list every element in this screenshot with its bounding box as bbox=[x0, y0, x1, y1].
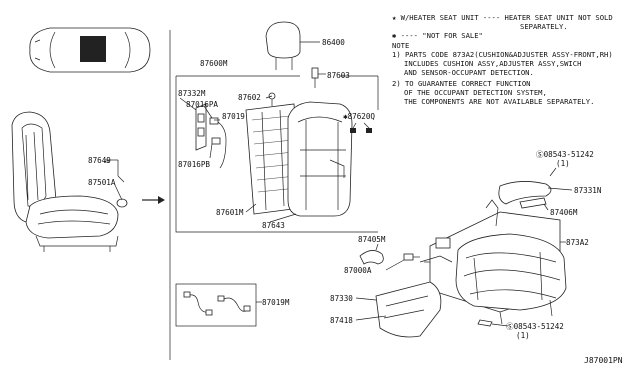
switch-plate bbox=[195, 103, 207, 151]
legend-star-cont: SEPARATELY. bbox=[520, 22, 568, 31]
screw-icon bbox=[311, 67, 326, 88]
diagram-code: J87001PN bbox=[584, 356, 623, 365]
part-label-08543-top-qty: (1) bbox=[556, 159, 570, 168]
clip-part bbox=[366, 128, 372, 133]
part-label-87501a[interactable]: 87501A bbox=[88, 178, 116, 187]
part-label-86400[interactable]: 86400 bbox=[322, 38, 345, 47]
part-label-87649[interactable]: 87649 bbox=[88, 156, 111, 165]
seat-back-frame bbox=[245, 92, 301, 215]
seat-cushion-adjuster bbox=[417, 199, 567, 325]
part-label-87602[interactable]: 87602 bbox=[238, 93, 261, 102]
car-thumbnail bbox=[29, 27, 151, 73]
part-label-873a2[interactable]: 873A2 bbox=[566, 238, 589, 247]
seat-back-cushion bbox=[287, 101, 353, 217]
seat-knob-icon bbox=[116, 198, 128, 208]
part-label-87016pa[interactable]: 87016PA bbox=[186, 100, 219, 109]
part-label-87601m[interactable]: 87601M bbox=[216, 208, 244, 217]
note1-line3: AND SENSOR-OCCUPANT DETECTION. bbox=[404, 68, 534, 77]
part-label-87019[interactable]: 87019 bbox=[222, 112, 245, 121]
bar-part bbox=[519, 197, 547, 209]
part-label-87331n[interactable]: 87331N bbox=[574, 186, 602, 195]
part-label-87620q[interactable]: ✱87620Q bbox=[343, 112, 376, 121]
part-label-87418[interactable]: 87418 bbox=[330, 316, 353, 325]
seat-back-box bbox=[175, 75, 379, 233]
headrest bbox=[265, 21, 320, 70]
part-label-87016pb[interactable]: 87016PB bbox=[178, 160, 211, 169]
clip-part bbox=[350, 128, 356, 133]
seat-location-marker bbox=[80, 36, 106, 62]
trim-part bbox=[498, 181, 552, 205]
part-label-08543-top[interactable]: Ⓢ08543-51242 bbox=[536, 150, 594, 159]
side-cover bbox=[375, 281, 442, 338]
part-label-87405m[interactable]: 87405M bbox=[358, 235, 386, 244]
arrow-right-icon bbox=[142, 196, 165, 204]
leader-lines bbox=[104, 95, 297, 223]
part-label-87643[interactable]: 87643 bbox=[262, 221, 285, 230]
harness-box bbox=[175, 283, 262, 327]
connector-part bbox=[209, 117, 227, 169]
screw-icon bbox=[403, 253, 420, 261]
legend-asterisk: ✱ ---- "NOT FOR SALE" bbox=[392, 31, 483, 40]
note1-line2: INCLUDES CUSHION ASSY,ADJUSTER ASSY,SWIC… bbox=[404, 59, 582, 68]
part-label-87330[interactable]: 87330 bbox=[330, 294, 353, 303]
part-label-08543-bottom-qty: (1) bbox=[516, 331, 530, 340]
note-title: NOTE bbox=[392, 41, 410, 50]
note2-line2: OF THE OCCUPANT DETECTION SYSTEM, bbox=[404, 88, 547, 97]
part-label-87406m[interactable]: 87406M bbox=[550, 208, 578, 217]
legend-star: ★ W/HEATER SEAT UNIT ---- HEATER SEAT UN… bbox=[392, 13, 613, 22]
note2-line1: 2) TO GUARANTEE CORRECT FUNCTION bbox=[392, 79, 531, 88]
screw-icon bbox=[477, 319, 509, 327]
note1-line1: 1) PARTS CODE 873A2(CUSHION&ADJUSTER ASS… bbox=[392, 50, 613, 59]
part-label-87019m[interactable]: 87019M bbox=[262, 298, 290, 307]
part-label-87603[interactable]: 87603 bbox=[327, 71, 350, 80]
part-label-08543-bottom[interactable]: Ⓢ08543-51242 bbox=[506, 322, 564, 331]
part-label-87600m[interactable]: 87600M bbox=[200, 59, 228, 68]
note2-line3: THE COMPONENTS ARE NOT AVAILABLE SEPARAT… bbox=[404, 97, 595, 106]
assembled-seat bbox=[11, 111, 128, 252]
part-label-87332m[interactable]: 87332M bbox=[178, 89, 206, 98]
part-label-87000a[interactable]: 87000A bbox=[344, 266, 372, 275]
bracket-part bbox=[359, 250, 384, 265]
